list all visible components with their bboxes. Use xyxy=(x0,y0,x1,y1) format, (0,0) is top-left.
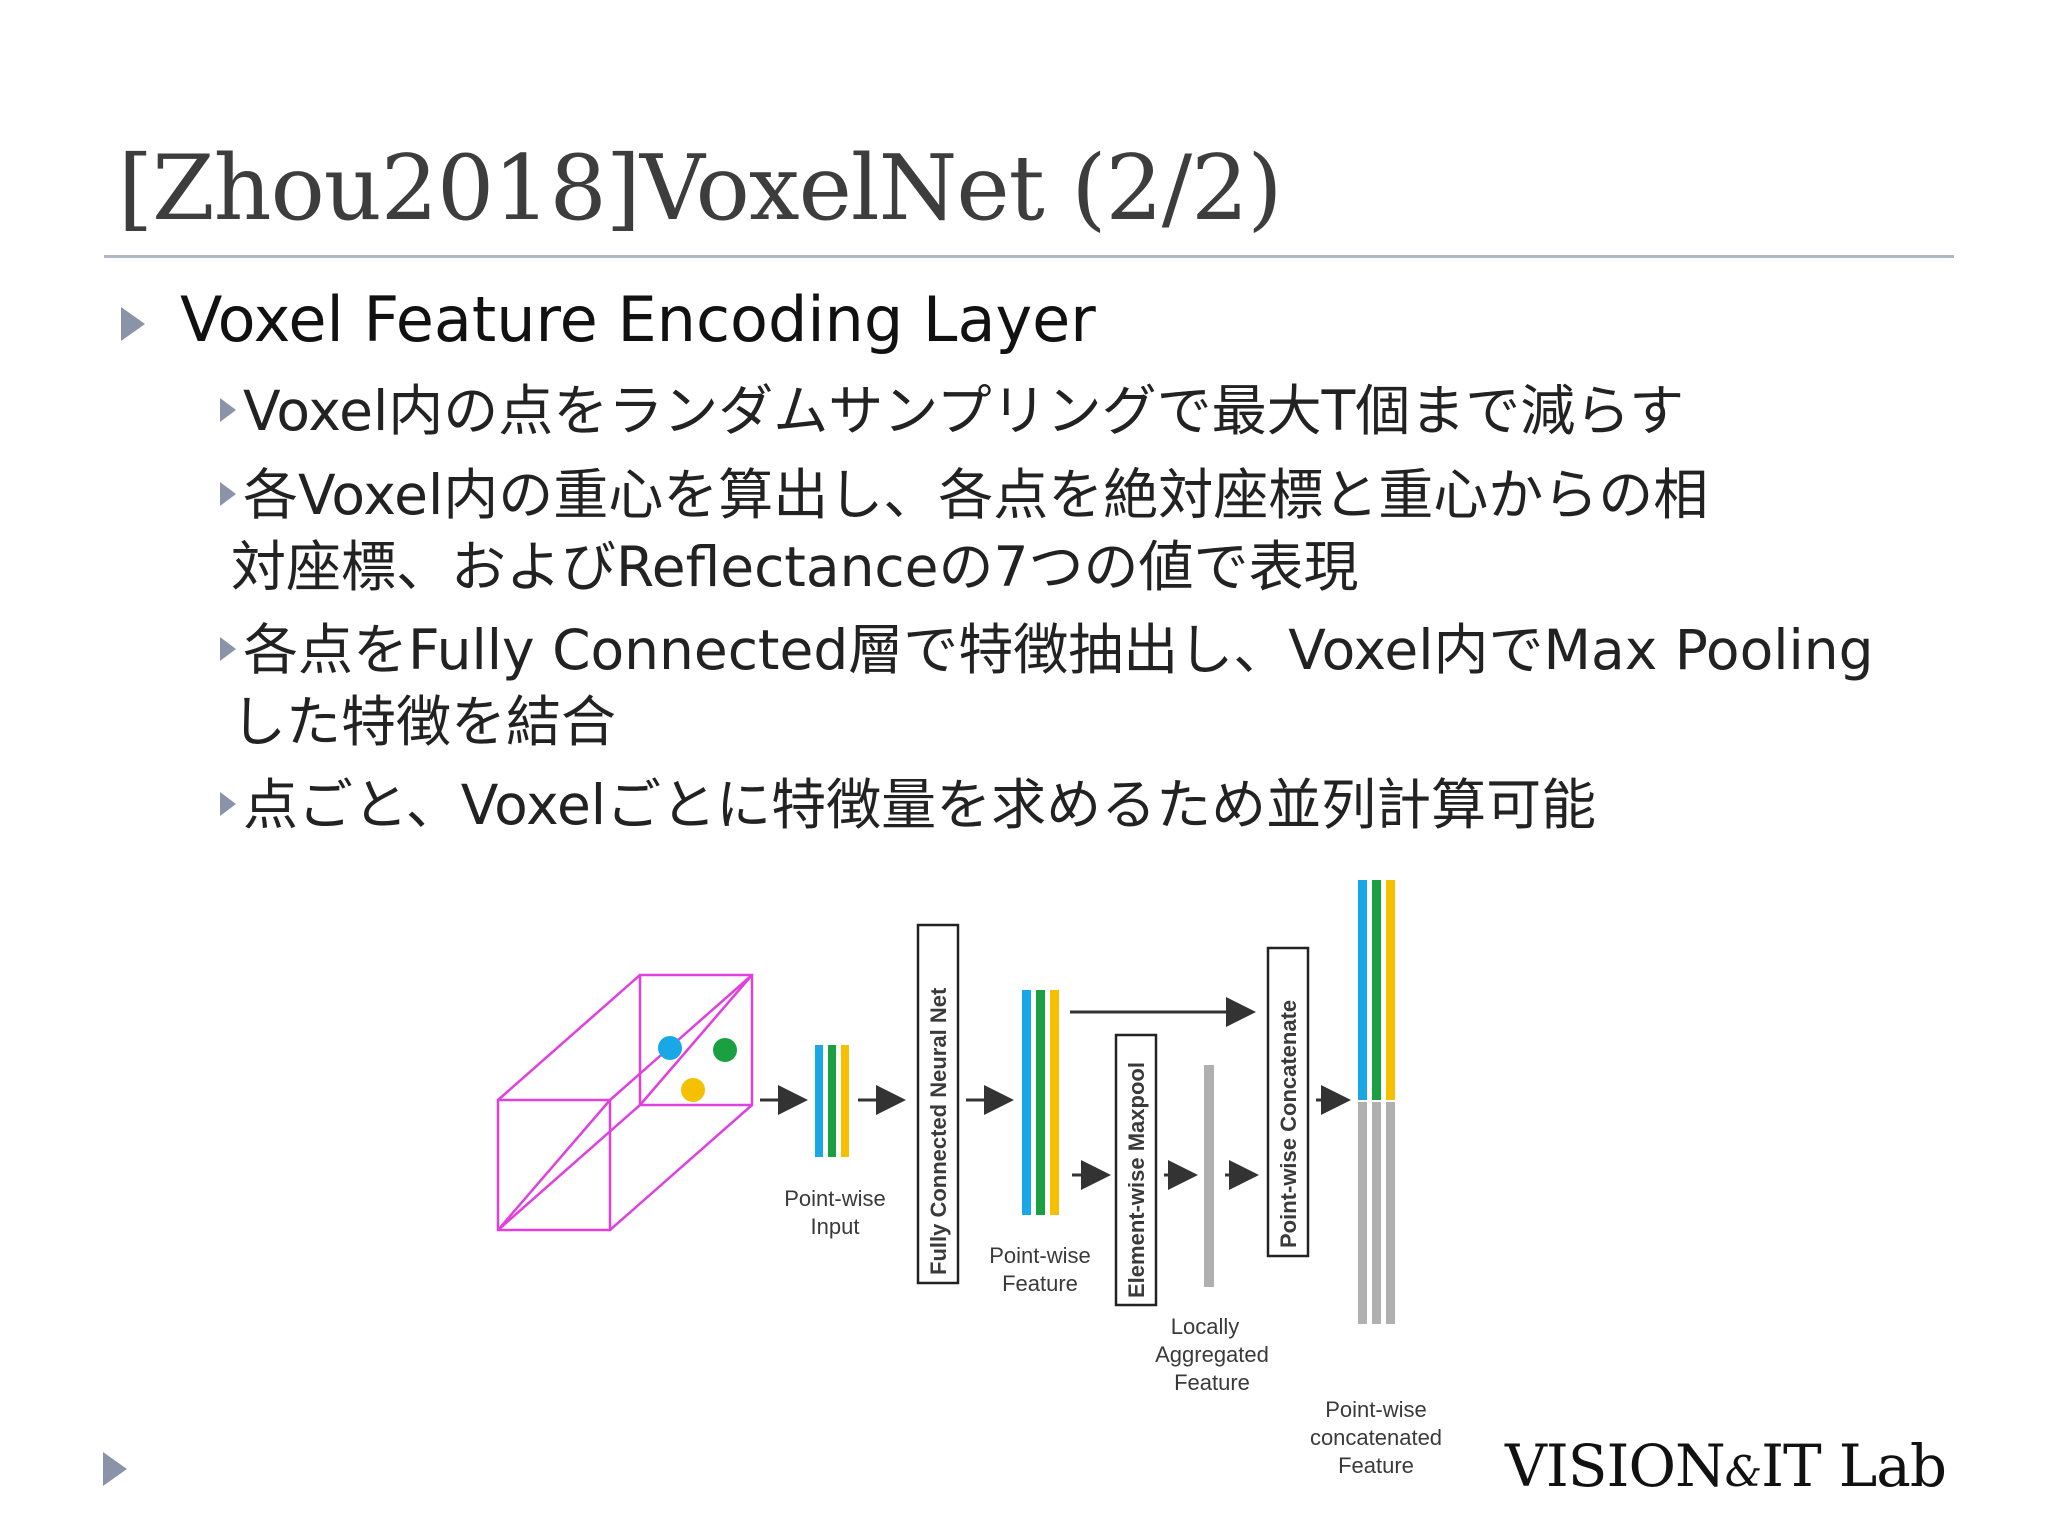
concat-box xyxy=(1266,946,1310,1258)
main-bullet: Voxel Feature Encoding Layer xyxy=(180,283,1096,356)
sub-bullet-2: 各Voxel内の重心を算出し、各点を絶対座標と重心からの相 対座標、およびRef… xyxy=(231,459,1709,603)
slide-title: [Zhou2018]VoxelNet (2/2) xyxy=(118,136,1282,241)
sub-bullet-3: 各点をFully Connected層で特徴抽出し、Voxel内でMax Poo… xyxy=(231,614,1874,758)
voxel-box xyxy=(496,973,754,1232)
locally-aggregated-bar xyxy=(1204,1065,1214,1287)
label-locally-aggregated-2: Aggregated xyxy=(1155,1342,1269,1367)
label-locally-aggregated-3: Feature xyxy=(1174,1370,1250,1395)
label-concat: Point-wise Concatenate xyxy=(1276,1000,1301,1248)
sub-bullet-triangle-icon xyxy=(220,792,236,816)
title-divider xyxy=(104,255,1954,258)
maxpool-box xyxy=(1114,1033,1158,1307)
sub-bullet-1: Voxel内の点をランダムサンプリングで最大T個まで減らす xyxy=(243,375,1684,447)
point-green xyxy=(713,1038,737,1062)
logo-it: IT xyxy=(1761,1432,1822,1500)
pointwise-input-bars xyxy=(815,1045,849,1157)
sub-bullet-3-continuation: した特徴を結合 xyxy=(231,690,617,754)
footer-triangle-icon xyxy=(103,1452,127,1486)
logo-amp: & xyxy=(1724,1447,1762,1496)
pointwise-concatenated-bars xyxy=(1358,880,1395,1324)
sub-bullet-4-text: 点ごと、Voxelごとに特徴量を求めるため並列計算可能 xyxy=(243,773,1597,837)
sub-bullet-4: 点ごと、Voxelごとに特徴量を求めるため並列計算可能 xyxy=(243,769,1596,841)
logo-vision: VISION xyxy=(1505,1432,1726,1500)
label-pointwise-concat-1: Point-wise xyxy=(1325,1397,1426,1422)
sub-bullet-1-text: Voxel内の点をランダムサンプリングで最大T個まで減らす xyxy=(243,379,1685,443)
label-pointwise-input-1: Point-wise xyxy=(784,1186,885,1211)
vfe-diagram: Point-wise Input Fully Connected Neural … xyxy=(496,880,1442,1478)
pointwise-feature-bars xyxy=(1022,990,1059,1215)
point-blue xyxy=(658,1036,682,1060)
sub-bullet-triangle-icon xyxy=(220,482,236,506)
label-pointwise-concat-3: Feature xyxy=(1338,1453,1414,1478)
sub-bullet-3-text: 各点をFully Connected層で特徴抽出し、Voxel内でMax Poo… xyxy=(243,618,1874,682)
label-pointwise-input-2: Input xyxy=(811,1214,860,1239)
sub-bullet-2-text: 各Voxel内の重心を算出し、各点を絶対座標と重心からの相 xyxy=(243,463,1709,527)
label-maxpool: Element-wise Maxpool xyxy=(1124,1062,1149,1298)
bullet-triangle-icon xyxy=(121,307,145,341)
logo-lab: Lab xyxy=(1838,1432,1947,1500)
label-locally-aggregated-1: Locally xyxy=(1171,1314,1239,1339)
sub-bullet-triangle-icon xyxy=(220,637,236,661)
label-fcn: Fully Connected Neural Net xyxy=(926,987,951,1275)
label-pointwise-concat-2: concatenated xyxy=(1310,1425,1442,1450)
label-pointwise-feature-1: Point-wise xyxy=(989,1243,1090,1268)
fcn-box xyxy=(916,923,960,1285)
label-pointwise-feature-2: Feature xyxy=(1002,1271,1078,1296)
sub-bullet-triangle-icon xyxy=(220,398,236,422)
sub-bullet-2-continuation: 対座標、およびReflectanceの7つの値で表現 xyxy=(231,535,1359,599)
point-yellow xyxy=(681,1078,705,1102)
